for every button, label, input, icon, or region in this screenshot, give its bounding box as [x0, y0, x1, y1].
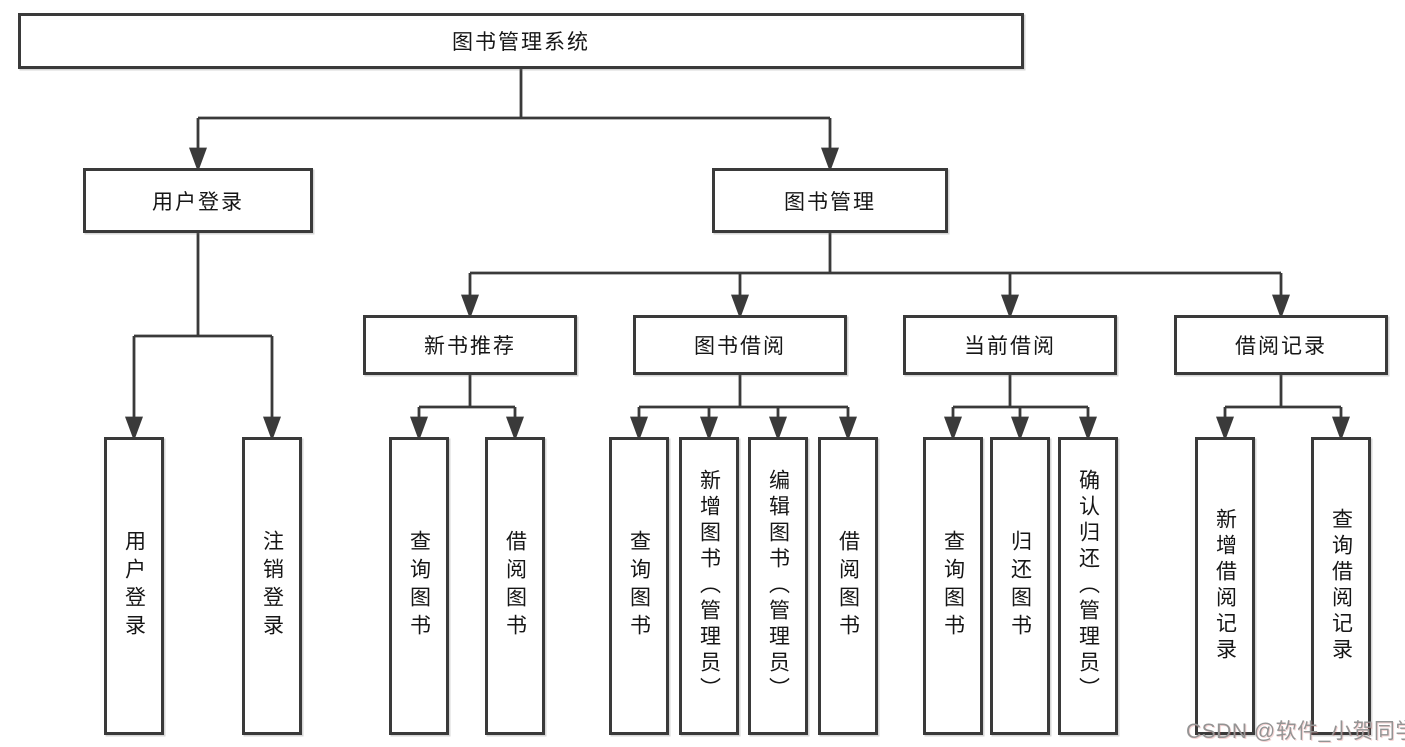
node-root-library-management-system: 图书管理系统 [18, 13, 1024, 69]
node-label: 用户登录 [152, 190, 244, 214]
csdn-watermark: CSDN @软件_小贺同学 [1186, 720, 1405, 743]
leaf-edit-books-admin: 编辑图书（管理员） [748, 437, 808, 735]
node-book-management: 图书管理 [712, 168, 948, 233]
leaf-add-books-admin: 新增图书（管理员） [679, 437, 739, 735]
node-label: 借阅记录 [1235, 335, 1327, 358]
node-current-borrowing: 当前借阅 [903, 315, 1117, 375]
leaf-logout: 注销登录 [242, 437, 302, 735]
leaf-query-borrow-record: 查询借阅记录 [1311, 437, 1371, 735]
leaf-query-books-borrow: 查询图书 [609, 437, 669, 735]
leaf-borrow-books: 借阅图书 [818, 437, 878, 735]
node-user-login: 用户登录 [83, 168, 313, 233]
node-label: 图书借阅 [694, 335, 786, 358]
node-borrowing-records: 借阅记录 [1174, 315, 1388, 375]
node-label: 当前借阅 [964, 335, 1056, 358]
leaf-query-books-current: 查询图书 [923, 437, 983, 735]
node-label: 查询图书 [407, 530, 431, 642]
leaf-add-borrow-record: 新增借阅记录 [1195, 437, 1255, 735]
connector-group [124, 69, 1351, 442]
leaf-user-login: 用户登录 [104, 437, 164, 735]
node-label: 用户登录 [122, 530, 146, 642]
node-label: 图书管理 [784, 190, 876, 214]
node-label: 借阅图书 [836, 530, 860, 642]
node-label: 借阅图书 [503, 530, 527, 642]
node-label: 新增借阅记录 [1213, 508, 1237, 664]
leaf-borrow-books-recommend: 借阅图书 [485, 437, 545, 735]
leaf-query-books-recommend: 查询图书 [389, 437, 449, 735]
node-label: 新增图书（管理员） [697, 469, 721, 703]
node-label: 归还图书 [1008, 530, 1032, 642]
node-label: 图书管理系统 [452, 31, 590, 54]
node-label: 确认归还（管理员） [1076, 469, 1100, 703]
node-label: 查询图书 [627, 530, 651, 642]
node-label: 查询借阅记录 [1329, 508, 1353, 664]
node-new-book-recommendation: 新书推荐 [363, 315, 577, 375]
node-book-borrowing: 图书借阅 [633, 315, 847, 375]
leaf-confirm-return-admin: 确认归还（管理员） [1058, 437, 1118, 735]
leaf-return-books: 归还图书 [990, 437, 1050, 735]
node-label: 编辑图书（管理员） [766, 469, 790, 703]
node-label: 新书推荐 [424, 335, 516, 358]
node-label: 注销登录 [260, 530, 284, 642]
node-label: 查询图书 [941, 530, 965, 642]
